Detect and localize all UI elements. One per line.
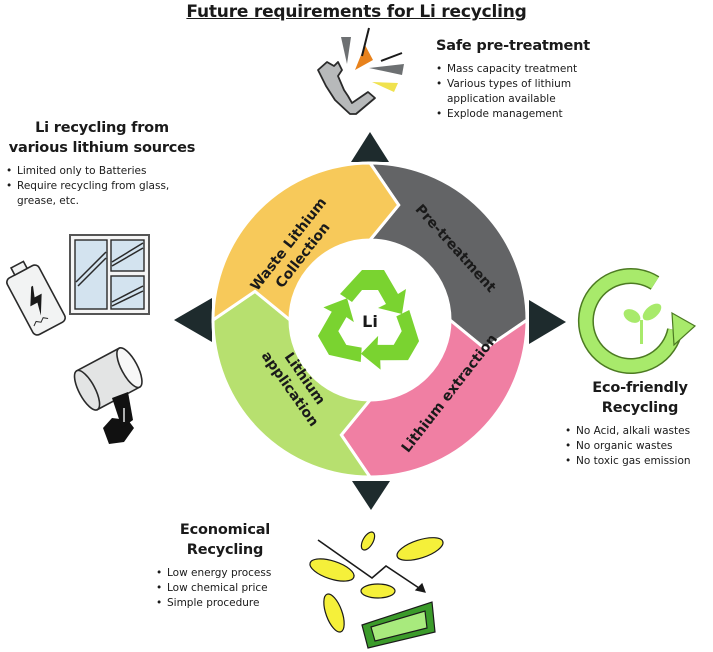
arrow-left-icon [174,298,212,342]
spilling-can-icon [73,347,143,444]
bullet-item: No toxic gas emission [565,454,713,469]
bullet-item-continued: application available [447,93,556,105]
bullet-item: Require recycling from glass, [6,179,202,194]
eco-friendly-heading-line2: Recycling [601,400,679,416]
various-sources-heading-line1: Li recycling from [35,120,169,136]
bullet-item: Explode management [436,107,606,122]
recycle-icon [306,270,431,380]
cracked-battery-icon [6,260,66,336]
bullet-item: Various types of lithium [436,77,606,92]
economical-heading-line1: Economical [179,522,271,538]
arrow-down-icon [352,481,390,510]
bullet-item: Low chemical price [156,581,300,596]
various-sources-heading-line2: various lithium sources [8,140,196,156]
cycle-ring [211,161,529,479]
arrow-right-icon [529,300,566,344]
various-sources-block: Li recycling from various lithium source… [2,118,202,209]
bullet-item: Mass capacity treatment [436,62,606,77]
bullet-item: Low energy process [156,566,300,581]
battery-glass-grease-icon [6,234,150,444]
economical-block: Economical Recycling Low energy process … [150,520,300,611]
safe-pretreatment-heading: Safe pre-treatment [436,38,591,54]
economical-list: Low energy process Low chemical price Si… [156,566,300,611]
sprout-cycle-icon [577,268,697,374]
safe-pretreatment-block: Safe pre-treatment Mass capacity treatme… [436,36,606,122]
bullet-item: Limited only to Batteries [6,164,202,179]
center-label: Li [362,312,378,331]
safe-pretreatment-list: Mass capacity treatment Various types of… [436,62,606,122]
cracked-window-icon [69,234,150,315]
bullet-item: No Acid, alkali wastes [565,424,713,439]
exploding-battery-icon [317,27,404,115]
bullet-item: No organic wastes [565,439,713,454]
center-circle [290,240,450,400]
bullet-item-continued: grease, etc. [17,195,79,207]
various-sources-list: Limited only to Batteries Require recycl… [6,164,202,209]
coins-money-icon [309,531,444,649]
eco-friendly-block: Eco-friendly Recycling No Acid, alkali w… [565,378,713,469]
economical-heading-line2: Recycling [186,542,264,558]
arrow-up-icon [351,132,389,162]
eco-friendly-heading-line1: Eco-friendly [592,380,688,396]
eco-friendly-list: No Acid, alkali wastes No organic wastes… [565,424,713,469]
bullet-item: Simple procedure [156,596,300,611]
figure-title: Future requirements for Li recycling [186,2,527,22]
